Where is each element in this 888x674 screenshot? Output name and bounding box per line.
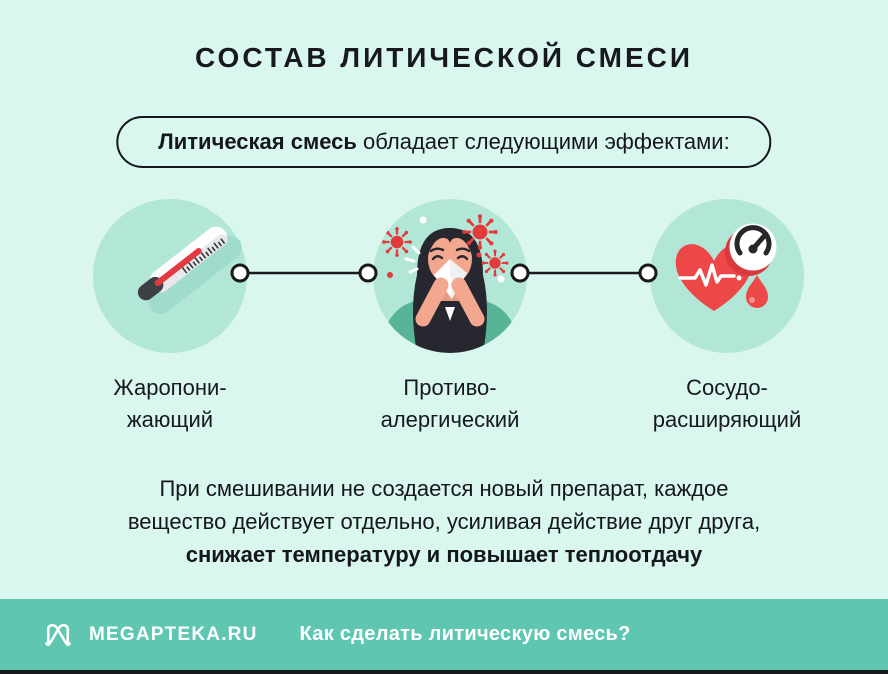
footer-question: Как сделать литическую смесь? <box>299 623 631 645</box>
effect-label-line: Сосудо- <box>686 375 768 400</box>
effect-circle-antiallergic <box>373 199 527 353</box>
megapteka-logo-icon <box>43 620 73 650</box>
description-line-2: вещество действует отдельно, усиливая де… <box>127 509 761 534</box>
effect-label-antiallergic: Противо- алергический <box>320 372 580 436</box>
heart-pressure-icon <box>650 199 804 353</box>
effect-circle-antipyretic <box>93 199 247 353</box>
description-line-3: снижает температуру и повышает теплоотда… <box>185 542 703 567</box>
banner-bold-text: Литическая смесь <box>158 129 357 154</box>
effect-circle-vasodilator <box>650 199 804 353</box>
brand-name: MEGAPTEKA.RU <box>89 623 258 645</box>
effect-label-line: алергический <box>380 407 520 432</box>
thermometer-icon <box>93 199 247 353</box>
description-line-1: При смешивании не создается новый препар… <box>159 476 729 501</box>
sneezing-woman-icon <box>373 199 527 353</box>
effect-label-vasodilator: Сосудо- расширяющий <box>597 372 857 436</box>
footer-bar: MEGAPTEKA.RU Как сделать литическую смес… <box>0 599 888 670</box>
description-paragraph: При смешивании не создается новый препар… <box>0 472 888 571</box>
effect-label-line: жающий <box>126 407 214 432</box>
effect-label-line: Противо- <box>403 375 497 400</box>
page-title: СОСТАВ ЛИТИЧЕСКОЙ СМЕСИ <box>195 42 693 73</box>
effects-banner: Литическая смесь обладает следующими эфф… <box>116 116 772 168</box>
effect-label-line: расширяющий <box>652 407 802 432</box>
effect-label-antipyretic: Жаропони- жающий <box>40 372 300 436</box>
effect-label-line: Жаропони- <box>113 375 227 400</box>
banner-regular-text: обладает следующими эффектами: <box>356 129 730 154</box>
bottom-edge-strip <box>0 670 888 674</box>
